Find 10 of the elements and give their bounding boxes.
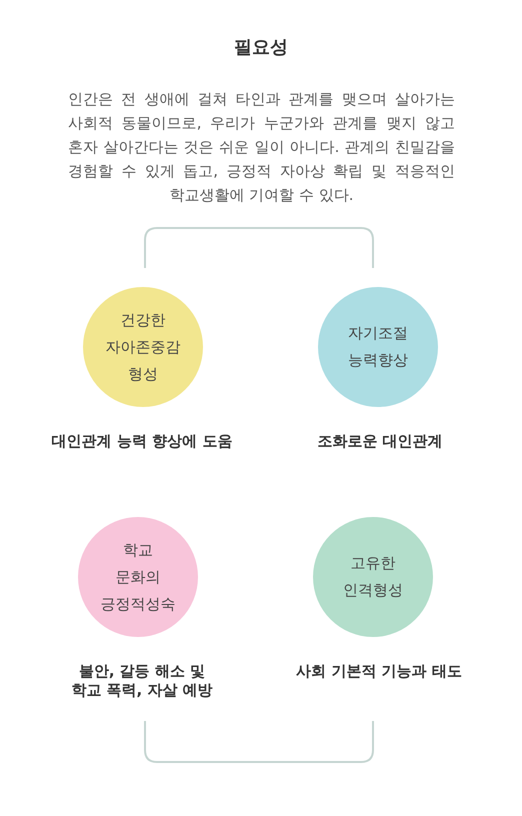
node-text: 건강한 자아존중감 형성 xyxy=(106,310,180,384)
node-text: 학교 문화의 긍정적성숙 xyxy=(100,540,176,614)
node-caption: 조화로운 대인관계 xyxy=(316,432,444,451)
intro-paragraph: 인간은 전 생애에 걸쳐 타인과 관계를 맺으며 살아가는 사회적 동물이므로, 우리가 누군가와 관계를 맺지 않고 혼자 살아간다는 것은 쉬운 일이 아니다. 관계의 친밀감을 경험할 수 있게 돕고, 긍정적 자아상 확립 및 적응적인 학교생활에 기여할 수 있다. xyxy=(68,89,455,206)
node-text: 자기조절 능력향상 xyxy=(348,323,408,371)
node-text: 고유한 인격형성 xyxy=(343,553,403,601)
title: 필요성 xyxy=(233,37,289,59)
node-caption: 대인관계 능력 향상에 도움 xyxy=(50,432,234,451)
node-caption: 불안, 갈등 해소 및 학교 폭력, 자살 예방 xyxy=(70,662,214,700)
node-caption: 사회 기본적 기능과 태도 xyxy=(295,662,463,681)
